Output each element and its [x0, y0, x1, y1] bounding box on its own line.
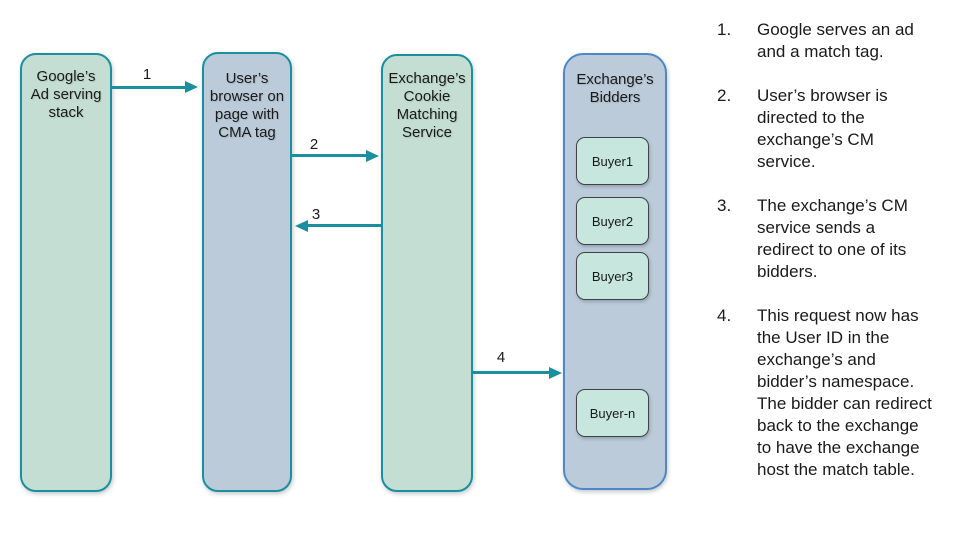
step-text: User’s browser is directed to the exchan…	[757, 86, 888, 171]
step-number: 4.	[717, 306, 732, 325]
buyer1-box: Buyer1	[576, 137, 649, 185]
arrow-3-line	[308, 224, 381, 227]
arrow-1-head-icon	[185, 81, 198, 93]
list-item: 1. Google serves an ad and a match tag.	[717, 19, 937, 63]
step-number: 3.	[717, 196, 732, 215]
list-item: 2. User’s browser is directed to the exc…	[717, 85, 937, 173]
node-exchange-bidders: Exchange’s Bidders Buyer1 Buyer2 Buyer3 …	[563, 53, 667, 490]
arrow-4-head-icon	[549, 367, 562, 379]
step-list: 1. Google serves an ad and a match tag. …	[717, 19, 937, 503]
arrow-2-head-icon	[366, 150, 379, 162]
step-text: Google serves an ad and a match tag.	[757, 20, 914, 61]
node-google-label: Google’s Ad serving stack	[30, 68, 102, 121]
step-number: 1.	[717, 20, 732, 39]
node-user-browser-label: User’s browser on page with CMA tag	[209, 70, 285, 141]
buyer3-box: Buyer3	[576, 252, 649, 300]
list-item: 3. The exchange’s CM service sends a red…	[717, 195, 937, 283]
arrow-2-line	[292, 154, 367, 157]
arrow-3-head-icon	[295, 220, 308, 232]
arrow-2-label: 2	[309, 136, 319, 153]
arrow-3-label: 3	[311, 206, 321, 223]
arrow-1-label: 1	[142, 66, 152, 83]
buyer2-box: Buyer2	[576, 197, 649, 245]
step-number: 2.	[717, 86, 732, 105]
node-user-browser: User’s browser on page with CMA tag	[202, 52, 292, 492]
list-item: 4. This request now has the User ID in t…	[717, 305, 937, 481]
node-exchange-bidders-label: Exchange’s Bidders	[576, 71, 654, 106]
node-google-ad-serving-stack: Google’s Ad serving stack	[20, 53, 112, 492]
arrow-4-label: 4	[496, 349, 506, 366]
buyer-n-box: Buyer-n	[576, 389, 649, 437]
node-cookie-matching-service: Exchange’s Cookie Matching Service	[381, 54, 473, 492]
arrow-4-line	[473, 371, 550, 374]
arrow-1-line	[112, 86, 186, 89]
node-cookie-matching-service-label: Exchange’s Cookie Matching Service	[388, 70, 466, 141]
step-text: The exchange’s CM service sends a redire…	[757, 196, 908, 281]
step-text: This request now has the User ID in the …	[757, 306, 932, 479]
